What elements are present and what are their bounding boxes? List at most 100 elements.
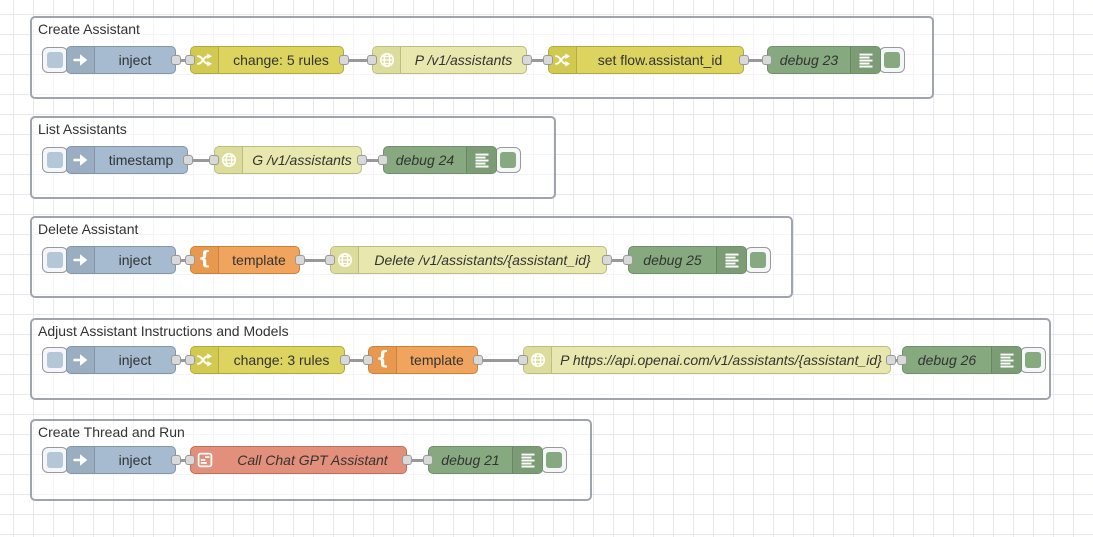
output-port[interactable] — [340, 355, 350, 365]
wire[interactable] — [345, 358, 368, 362]
node-inject-inject[interactable]: inject — [66, 346, 176, 374]
input-port[interactable] — [897, 355, 907, 365]
output-port[interactable] — [339, 55, 349, 65]
node-http-p-v1-assistants[interactable]: P /v1/assistants — [372, 46, 527, 74]
wire[interactable] — [527, 58, 548, 62]
node-subflow-call-chat-gpt-assistant[interactable]: Call Chat GPT Assistant — [190, 446, 407, 474]
node-inject-inject[interactable]: inject — [66, 446, 176, 474]
wire[interactable] — [362, 158, 383, 162]
node-inject-inject[interactable]: inject — [66, 246, 176, 274]
inject-button-fill — [47, 152, 63, 168]
wire[interactable] — [176, 58, 190, 62]
node-change-set-flow-assistant-id[interactable]: set flow.assistant_id — [548, 46, 744, 74]
output-port[interactable] — [171, 455, 181, 465]
input-port[interactable] — [209, 155, 219, 165]
node-debug-debug-23[interactable]: debug 23 — [767, 46, 881, 74]
shuffle-icon — [191, 347, 219, 373]
inject-button[interactable] — [42, 347, 68, 373]
wire[interactable] — [407, 458, 428, 462]
group-title: Create Thread and Run — [38, 424, 185, 440]
inject-arrow-icon — [67, 347, 95, 373]
wire[interactable] — [478, 358, 523, 362]
output-port[interactable] — [171, 355, 181, 365]
output-port[interactable] — [739, 55, 749, 65]
output-port[interactable] — [357, 155, 367, 165]
node-http-p-https-api-openai-com-v1-assistants-assistant-id[interactable]: P https://api.openai.com/v1/assistants/{… — [523, 346, 891, 374]
node-label: debug 25 — [643, 251, 702, 268]
wire[interactable] — [891, 358, 902, 362]
input-port[interactable] — [423, 455, 433, 465]
output-port[interactable] — [602, 255, 612, 265]
debug-toggle-button[interactable] — [879, 47, 905, 73]
output-port[interactable] — [522, 55, 532, 65]
node-label: template — [232, 251, 286, 268]
input-port[interactable] — [543, 55, 553, 65]
output-port[interactable] — [402, 455, 412, 465]
input-port[interactable] — [378, 155, 388, 165]
node-inject-inject[interactable]: inject — [66, 46, 176, 74]
node-debug-debug-26[interactable]: debug 26 — [902, 346, 1022, 374]
wire[interactable] — [176, 258, 190, 262]
output-port[interactable] — [886, 355, 896, 365]
input-port[interactable] — [363, 355, 373, 365]
node-inject-timestamp[interactable]: timestamp — [66, 146, 188, 174]
node-template-template[interactable]: {template — [368, 346, 478, 374]
inject-arrow-icon — [67, 147, 95, 173]
node-change-change-5-rules[interactable]: change: 5 rules — [190, 46, 344, 74]
node-debug-debug-25[interactable]: debug 25 — [628, 246, 747, 274]
input-port[interactable] — [185, 355, 195, 365]
output-port[interactable] — [183, 155, 193, 165]
output-port[interactable] — [295, 255, 305, 265]
node-template-template[interactable]: {template — [190, 246, 300, 274]
output-port[interactable] — [171, 55, 181, 65]
input-port[interactable] — [762, 55, 772, 65]
input-port[interactable] — [623, 255, 633, 265]
debug-toggle-button[interactable] — [1020, 347, 1046, 373]
input-port[interactable] — [185, 55, 195, 65]
wire[interactable] — [300, 258, 330, 262]
node-label: debug 26 — [917, 351, 977, 368]
output-port[interactable] — [171, 255, 181, 265]
node-debug-debug-24[interactable]: debug 24 — [383, 146, 497, 174]
node-label: inject — [118, 51, 152, 68]
debug-toggle-button[interactable] — [745, 247, 771, 273]
shuffle-icon — [549, 47, 577, 73]
input-port[interactable] — [185, 455, 195, 465]
wire[interactable] — [188, 158, 214, 162]
node-debug-debug-21[interactable]: debug 21 — [428, 446, 543, 474]
inject-button[interactable] — [42, 247, 68, 273]
node-label: change: 3 rules — [233, 351, 330, 368]
node-http-delete-v1-assistants-assistant-id[interactable]: Delete /v1/assistants/{assistant_id} — [330, 246, 607, 274]
debug-toggle-button[interactable] — [541, 447, 567, 473]
input-port[interactable] — [367, 55, 377, 65]
input-port[interactable] — [185, 255, 195, 265]
globe-icon — [215, 147, 243, 173]
inject-button[interactable] — [42, 47, 68, 73]
wire[interactable] — [344, 58, 372, 62]
node-label: P /v1/assistants — [414, 51, 513, 68]
input-port[interactable] — [518, 355, 528, 365]
inject-button[interactable] — [42, 147, 68, 173]
wire[interactable] — [176, 458, 190, 462]
node-label: debug 23 — [779, 51, 839, 68]
group-title: Adjust Assistant Instructions and Models — [38, 323, 289, 339]
group-title: Delete Assistant — [38, 221, 139, 237]
node-label: set flow.assistant_id — [597, 51, 723, 68]
inject-button[interactable] — [42, 447, 68, 473]
node-label: P https://api.openai.com/v1/assistants/{… — [560, 351, 882, 368]
inject-button-fill — [47, 452, 63, 468]
node-change-change-3-rules[interactable]: change: 3 rules — [190, 346, 345, 374]
node-http-g-v1-assistants[interactable]: G /v1/assistants — [214, 146, 362, 174]
node-label: change: 5 rules — [233, 51, 329, 68]
node-label: timestamp — [108, 151, 174, 168]
wire[interactable] — [744, 58, 767, 62]
debug-output-icon — [991, 347, 1021, 373]
inject-arrow-icon — [67, 247, 95, 273]
wire[interactable] — [176, 358, 190, 362]
input-port[interactable] — [325, 255, 335, 265]
debug-toggle-button[interactable] — [495, 147, 521, 173]
inject-button-fill — [47, 352, 63, 368]
wire[interactable] — [607, 258, 628, 262]
output-port[interactable] — [473, 355, 483, 365]
